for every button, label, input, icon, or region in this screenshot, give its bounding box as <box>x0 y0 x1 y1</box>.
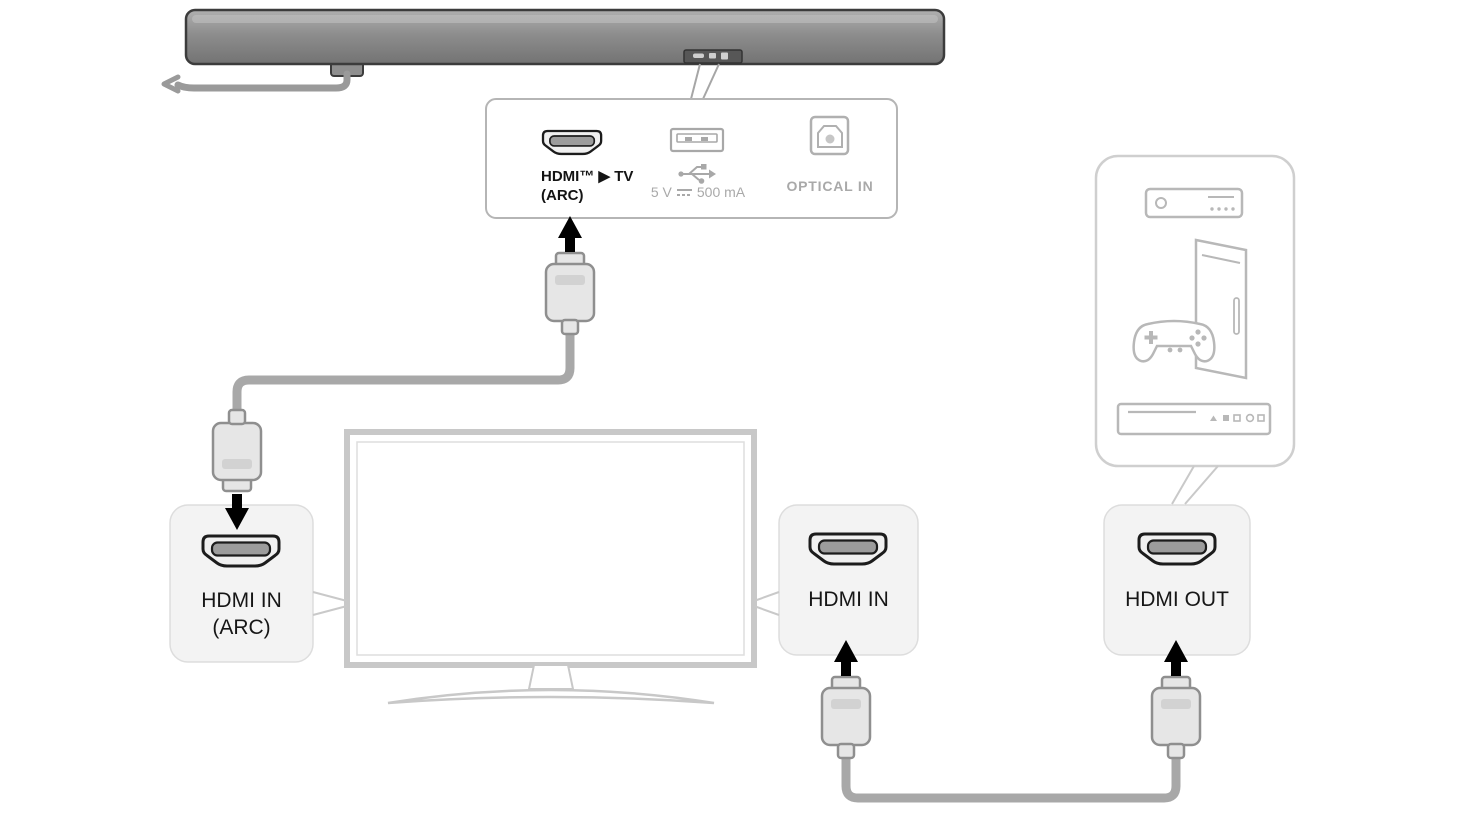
callout-wedges <box>312 465 1219 616</box>
cable-end-icon <box>161 74 181 94</box>
tv-stand-base <box>387 688 715 705</box>
soundbar-ports-panel <box>485 98 898 219</box>
device-callout <box>1171 465 1219 505</box>
optical-in-label: OPTICAL IN <box>786 178 874 194</box>
optical-port-icon <box>809 115 850 156</box>
soundbar <box>184 8 946 77</box>
hdmi-plug-to-tv-in <box>820 675 872 760</box>
usb-symbol-icon <box>678 164 716 184</box>
tv-hdmi-in-box <box>778 504 919 656</box>
insert-arrow-up-soundbar-icon <box>558 216 582 252</box>
disc-player-icon <box>1116 402 1272 436</box>
power-cable <box>161 70 351 94</box>
source-devices-box <box>1094 154 1296 468</box>
port-boxes <box>169 504 1251 663</box>
device-hdmi-out-port-icon <box>1137 532 1217 566</box>
tv-hdmi-in-port-label: HDMI IN <box>808 588 889 611</box>
hdmi-cable-soundbar-tv <box>232 326 575 414</box>
tv-stand-neck <box>527 664 575 690</box>
panel-callout <box>690 63 720 100</box>
hdmi-plug-to-device-out <box>1150 675 1202 760</box>
usb-port-icon <box>669 127 725 153</box>
tv-hdmi-arc-port-label: HDMI IN (ARC) <box>170 587 313 641</box>
device-hdmi-out-box <box>1103 504 1251 656</box>
tv-hdmi-arc-port-icon <box>201 534 281 568</box>
tv-in-callout <box>753 591 780 616</box>
soundbar-hdmi-port-icon <box>541 129 603 156</box>
soundbar-hdmi-arc-label-line2: (ARC) <box>541 187 584 204</box>
device-hdmi-out-port-label: HDMI OUT <box>1125 588 1229 611</box>
gamepad-icon <box>1132 319 1216 363</box>
tv-arc-label-line2: (ARC) <box>212 616 271 639</box>
set-top-box-icon <box>1144 187 1244 219</box>
tv-arc-label-line1: HDMI IN <box>201 589 282 612</box>
usb-current-text: 500 mA <box>696 184 746 200</box>
usb-power-label: 5 V 500 mA <box>632 184 764 200</box>
tv-arc-callout <box>312 591 348 616</box>
game-console-icon <box>1132 238 1248 380</box>
tv-icon <box>344 429 757 705</box>
soundbar-hdmi-arc-label: HDMI™ ▶ TV (ARC) <box>541 167 701 205</box>
tv-screen <box>344 429 757 668</box>
dc-symbol-icon <box>676 188 692 196</box>
tv-hdmi-in-port-icon <box>808 532 888 566</box>
hdmi-cable-tv-device <box>841 750 1181 803</box>
hdmi-plug-to-soundbar <box>544 251 596 336</box>
soundbar-rear-ports <box>683 49 743 64</box>
hdmi-plug-to-tv-arc <box>211 408 263 493</box>
soundbar-hdmi-arc-label-line1: HDMI™ ▶ TV <box>541 168 634 185</box>
usb-volts-text: 5 V <box>650 184 672 200</box>
